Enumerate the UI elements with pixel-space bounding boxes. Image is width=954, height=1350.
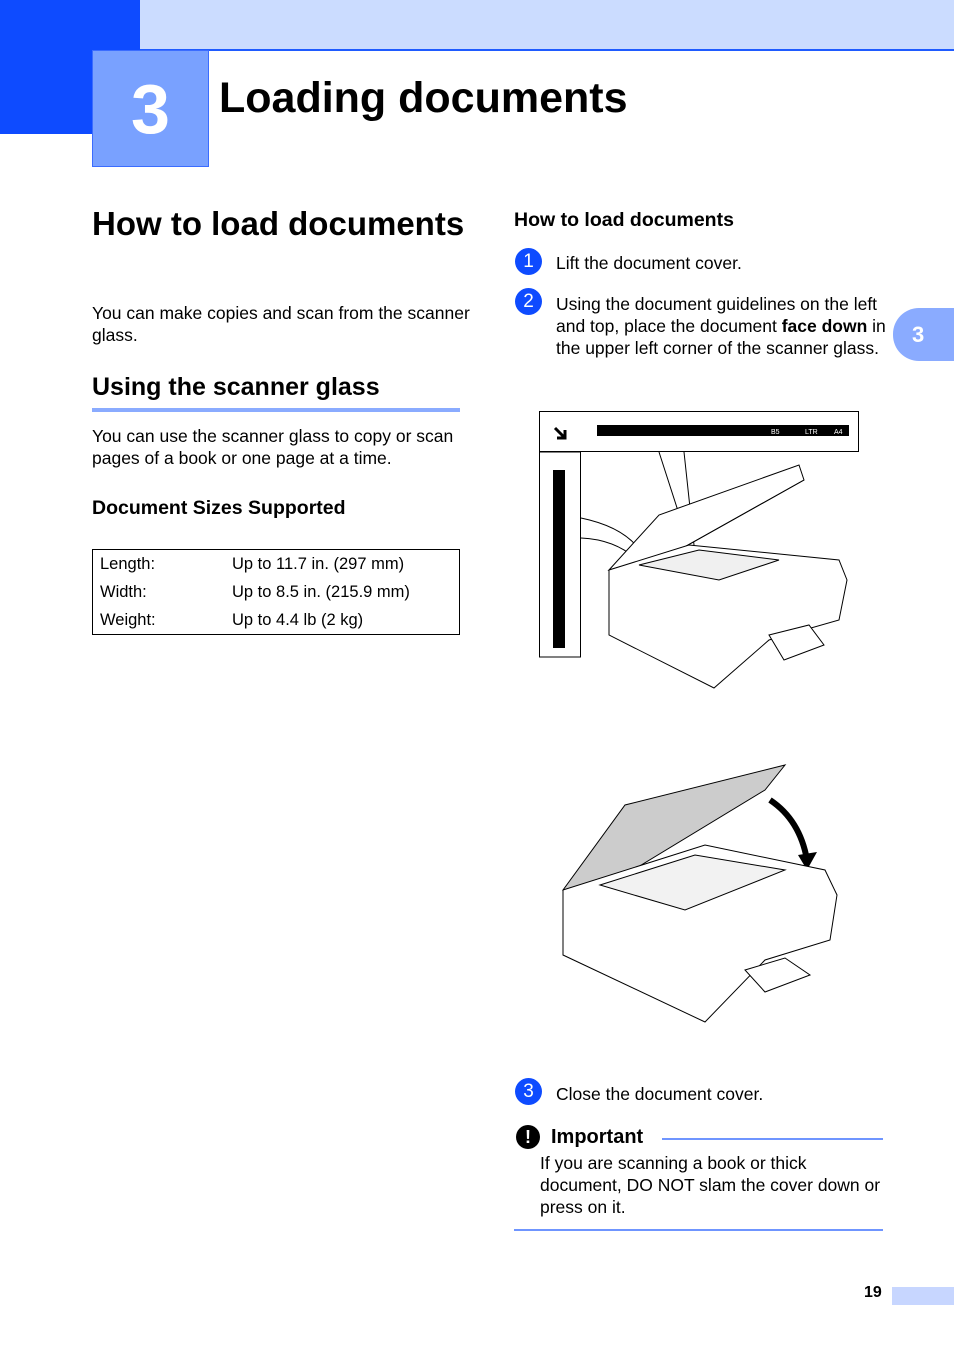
table-row: Weight: Up to 4.4 lb (2 kg): [93, 606, 460, 635]
paper-tray: [768, 624, 825, 661]
important-icon: !: [516, 1125, 540, 1149]
open-cover-illustration: B5 LTR A4: [539, 411, 859, 689]
size-value: Up to 8.5 in. (215.9 mm): [232, 582, 410, 601]
step-2-badge: 2: [515, 288, 542, 315]
procedure-heading: How to load documents: [514, 209, 734, 231]
corner-arrow-icon: [553, 426, 567, 440]
size-value: Up to 4.4 lb (2 kg): [232, 610, 364, 629]
guide-label-b5: B5: [771, 429, 780, 436]
document-on-glass-2: [598, 854, 787, 911]
size-label: Length:: [100, 554, 156, 573]
step-3-badge: 3: [515, 1078, 542, 1105]
top-guide-bar: [597, 425, 849, 436]
table-row: Length: Up to 11.7 in. (297 mm): [93, 550, 460, 579]
close-arrow-icon: [768, 797, 810, 861]
sizes-heading: Document Sizes Supported: [92, 497, 346, 519]
scanner-glass-paragraph: You can use the scanner glass to copy or…: [92, 426, 454, 468]
important-text: If you are scanning a book or thick docu…: [540, 1153, 881, 1217]
page-number-tab: [892, 1287, 954, 1305]
step-2-text-b: in the upper left corner of the scanner …: [556, 316, 886, 358]
important-bottom-rule: [514, 1229, 883, 1231]
guide-label-a4: A4: [834, 429, 843, 436]
chapter-side-tab: 3: [893, 308, 954, 361]
size-label: Weight:: [100, 610, 156, 629]
header-band: [140, 0, 954, 51]
left-guide-bar: [553, 470, 565, 648]
step-1-badge: 1: [515, 248, 542, 275]
chapter-number-box: 3: [92, 50, 209, 167]
step-2-text-a: Using the document guidelines on the lef…: [556, 294, 878, 336]
table-row: Width: Up to 8.5 in. (215.9 mm): [93, 578, 460, 606]
sizes-table: Length: Up to 11.7 in. (297 mm) Width: Up …: [92, 549, 460, 635]
important-rule: [662, 1138, 883, 1140]
subsection-heading: Using the scanner glass: [92, 373, 460, 412]
printer-body: [608, 544, 848, 689]
page-number: 19: [864, 1284, 882, 1301]
intro-paragraph: You can make copies and scan from the sc…: [92, 303, 470, 345]
close-arrowhead: [798, 852, 817, 870]
section-heading: How to load documents: [92, 205, 465, 242]
step-3-text: Close the document cover.: [556, 1084, 764, 1104]
close-cover-illustration: [562, 764, 838, 1023]
guide-label-ltr: LTR: [805, 429, 818, 436]
important-title: Important: [551, 1126, 644, 1148]
step-1-text: Lift the document cover.: [556, 253, 742, 273]
step-2-bold: face down: [781, 316, 868, 336]
paper-tray-2: [744, 957, 812, 993]
chapter-title: Loading documents: [219, 74, 628, 122]
document-on-glass: [638, 549, 780, 581]
size-label: Width:: [100, 582, 147, 601]
size-value: Up to 11.7 in. (297 mm): [232, 554, 405, 573]
step-2-text: Using the document guidelines on the lef…: [556, 293, 886, 359]
